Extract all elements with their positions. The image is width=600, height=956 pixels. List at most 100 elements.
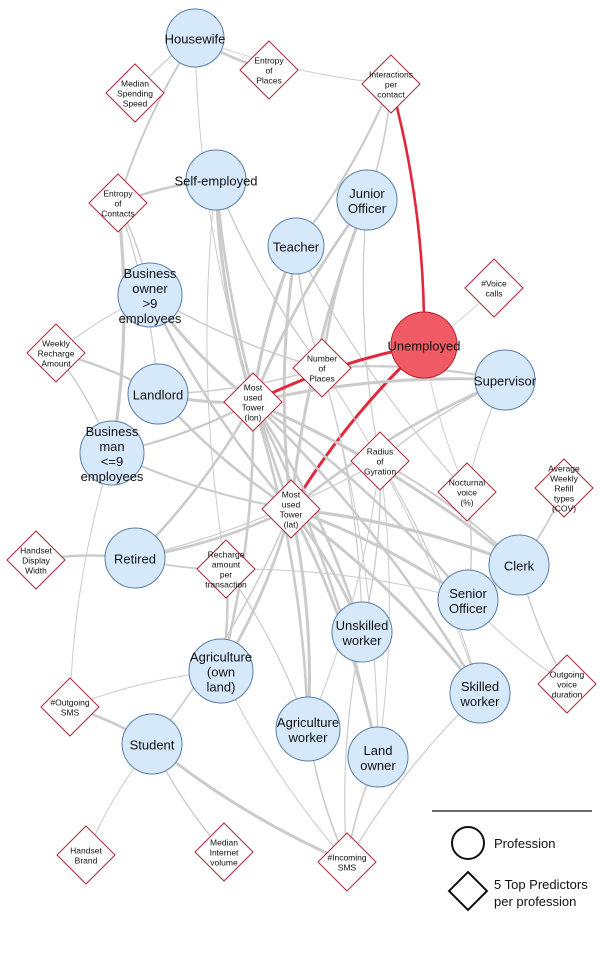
predictor-diamond bbox=[88, 173, 148, 233]
predictor-diamond bbox=[464, 258, 524, 318]
profession-circle bbox=[331, 601, 393, 663]
profession-node-housewife: Housewife bbox=[165, 8, 226, 68]
edge-skilled_worker-tower_lat bbox=[289, 507, 482, 695]
profession-circle bbox=[121, 713, 183, 775]
profession-circle bbox=[449, 662, 511, 724]
predictor-diamond bbox=[537, 654, 597, 714]
edge-senior_officer-tower_lon bbox=[251, 400, 470, 602]
legend-profession-label: Profession bbox=[494, 836, 555, 851]
edge-business_man-outgoing_sms bbox=[69, 452, 113, 708]
predictor-diamond bbox=[40, 677, 100, 737]
edge-self_employed-recharge_amount bbox=[206, 179, 227, 570]
profession-label: Supervisor bbox=[474, 373, 537, 388]
profession-circle bbox=[488, 534, 550, 596]
predictor-diamond bbox=[534, 458, 594, 518]
profession-node-student: Student bbox=[121, 713, 183, 775]
profession-label: Student bbox=[130, 737, 175, 752]
profession-circle bbox=[185, 149, 247, 211]
profession-label: Housewife bbox=[165, 31, 226, 46]
profession-circle bbox=[267, 217, 325, 275]
profession-circle bbox=[390, 311, 458, 379]
profession-circle bbox=[347, 726, 409, 788]
predictor-diamond bbox=[317, 832, 377, 892]
profession-label: Unemployed bbox=[388, 338, 461, 353]
edge-unemployed-interactions bbox=[389, 82, 426, 347]
predictor-diamond bbox=[437, 462, 497, 522]
edge-student-tower_lat bbox=[151, 508, 292, 745]
predictor-diamond bbox=[56, 825, 116, 885]
profession-node-landlord: Landlord bbox=[127, 363, 189, 425]
legend: Profession 5 Top Predictors per professi… bbox=[432, 810, 592, 912]
profession-circle bbox=[117, 262, 183, 328]
edge-agriculture_own-tower_lon bbox=[219, 400, 255, 673]
edge-junior_officer-radius_gyration bbox=[362, 199, 381, 462]
legend-predictor-label: 5 Top Predictors per profession bbox=[494, 877, 591, 909]
edge-land_owner-number_places bbox=[321, 367, 379, 758]
profession-label: Self-employed bbox=[174, 173, 257, 188]
profession-node-clerk: Clerk bbox=[488, 534, 550, 596]
predictor-diamond bbox=[26, 323, 86, 383]
profession-circle bbox=[336, 169, 398, 231]
profession-label: Retired bbox=[114, 551, 156, 566]
legend-predictor-diamond bbox=[447, 870, 489, 912]
edge-supervisor-tower_lon bbox=[251, 377, 507, 404]
edge-student-incoming_sms bbox=[150, 742, 349, 864]
predictor-diamond bbox=[350, 431, 410, 491]
edge-senior_officer-recharge_amount bbox=[225, 568, 469, 601]
predictor-diamond bbox=[105, 63, 165, 123]
edge-agriculture_worker-tower_lon bbox=[251, 400, 310, 731]
predictor-diamond bbox=[196, 539, 256, 599]
profession-circle bbox=[188, 638, 254, 704]
edge-land_owner-radius_gyration bbox=[377, 460, 390, 758]
profession-label: Clerk bbox=[504, 558, 535, 573]
profession-circle bbox=[104, 527, 166, 589]
profession-circle bbox=[474, 349, 536, 411]
profession-circle bbox=[79, 420, 145, 486]
edge-land_owner-tower_lon bbox=[251, 400, 380, 759]
edge-agriculture_worker-radius_gyration bbox=[307, 460, 381, 730]
edge-housewife-tower_lon bbox=[194, 37, 254, 403]
